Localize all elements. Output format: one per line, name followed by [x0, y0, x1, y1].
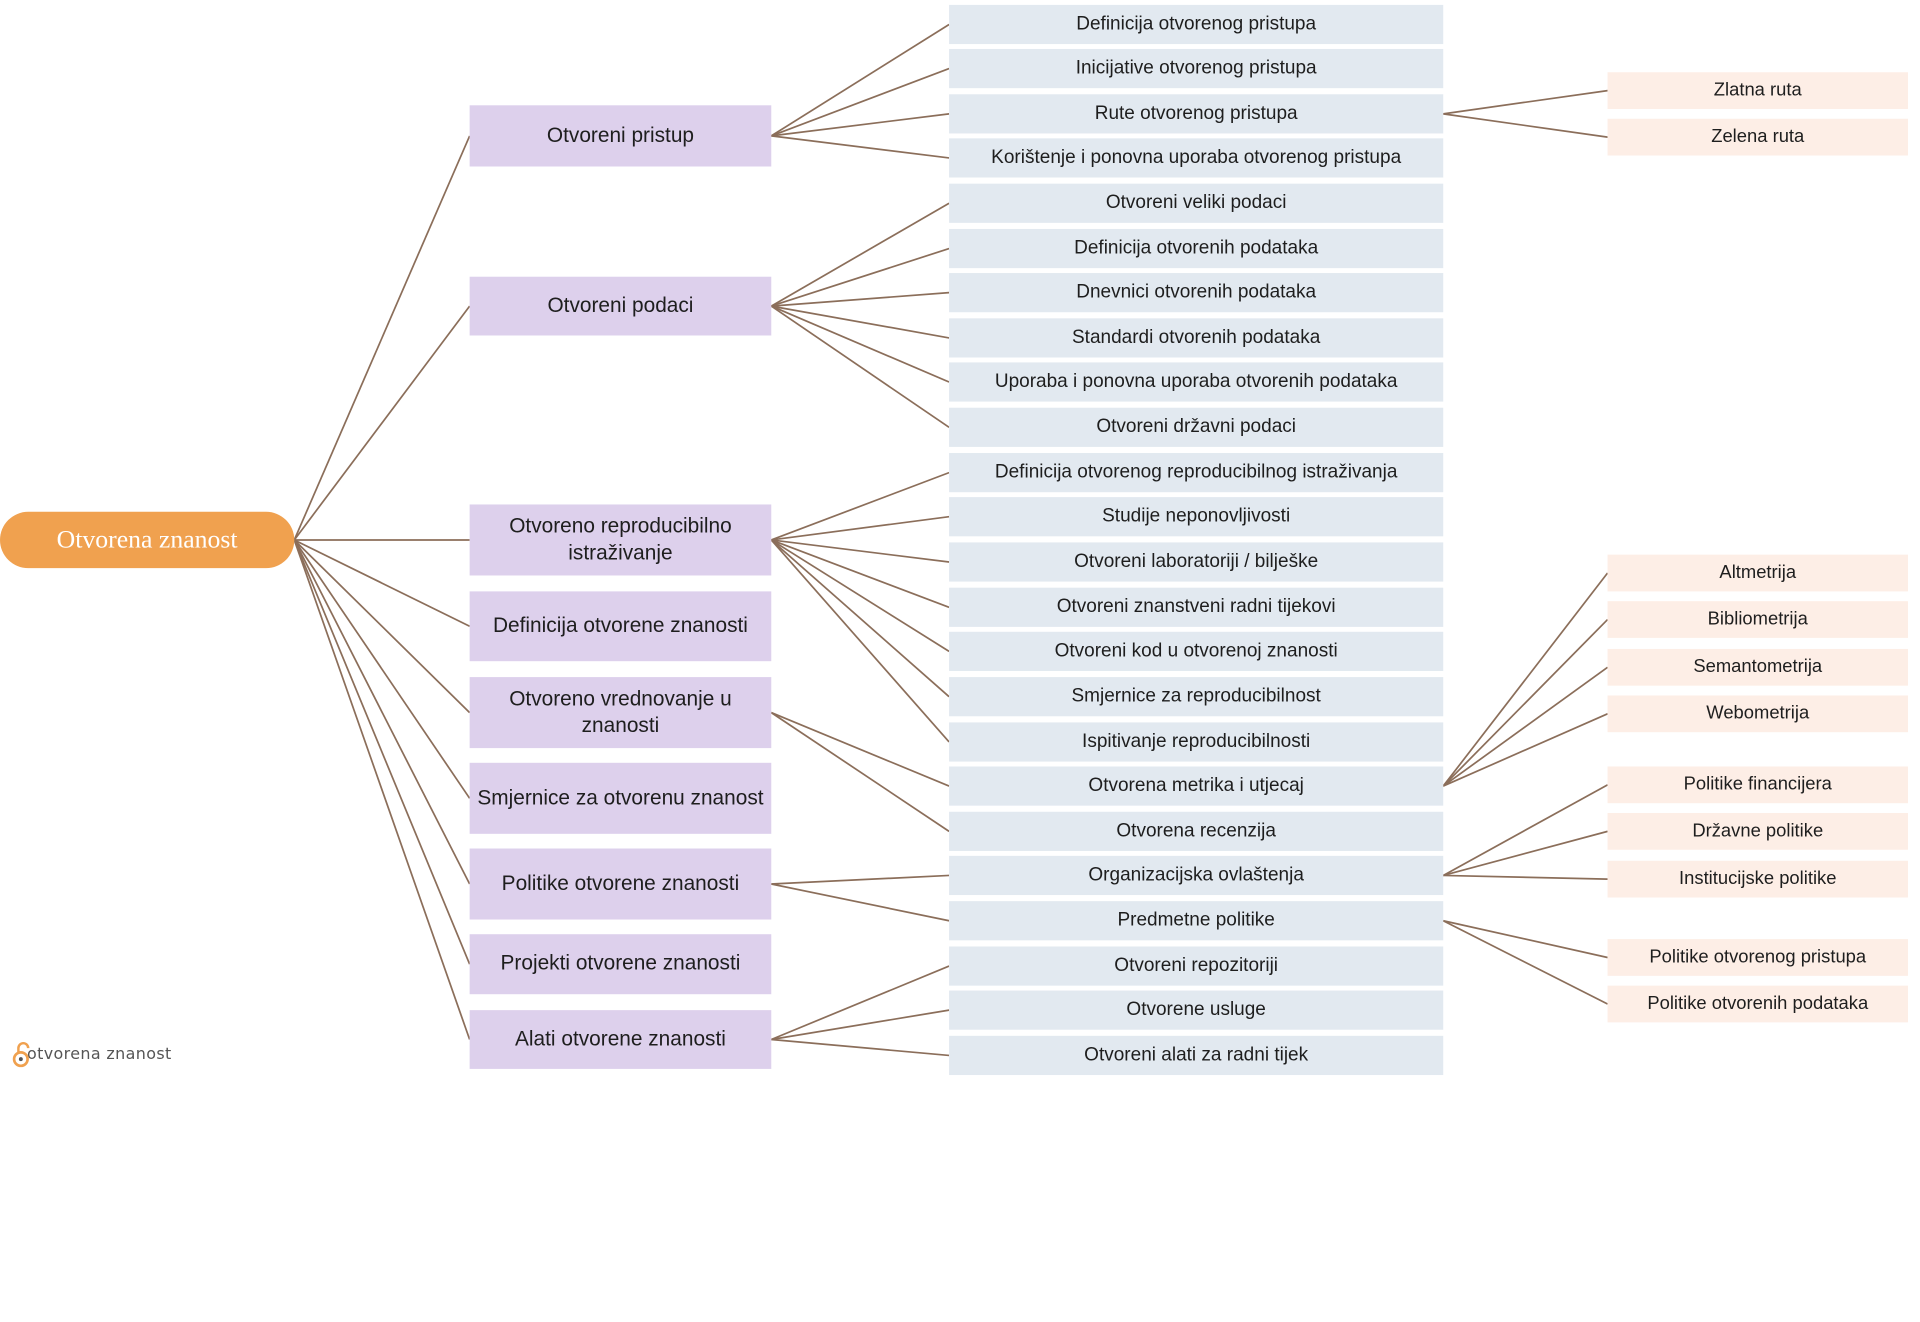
subtopic-node: Zelena ruta [1607, 118, 1908, 156]
topic-node: Rute otvorenog pristupa [949, 94, 1444, 134]
logo-text: otvorena znanost [26, 1045, 172, 1064]
branch-topic-connector [771, 1038, 950, 1057]
branch-topic-connector [770, 202, 950, 307]
branch-topic-connector [770, 305, 950, 383]
topic-node: Otvoreni alati za radni tijek [949, 1035, 1444, 1076]
topic-node: Otvoreni znanstveni radni tijekovi [949, 587, 1444, 627]
topic-node: Uporaba i ponovna uporaba otvorenih poda… [949, 362, 1444, 402]
topic-node: Organizacijska ovlaštenja [949, 855, 1444, 896]
topic-node: Definicija otvorenog reproducibilnog ist… [949, 453, 1444, 493]
subtopic-node: Bibliometrija [1607, 601, 1908, 638]
topic-subtopic-connector [1442, 919, 1608, 1005]
subtopic-node: Zlatna ruta [1607, 72, 1908, 109]
topic-subtopic-connector [1443, 89, 1608, 115]
root-branch-connector [293, 539, 471, 628]
topic-subtopic-connector [1443, 830, 1608, 877]
topic-node: Otvoreni državni podaci [949, 407, 1444, 447]
subtopic-node: Semantometrija [1607, 648, 1908, 686]
branch-topic-connector [770, 539, 950, 698]
topic-node: Studije neponovljivosti [949, 497, 1444, 537]
topic-subtopic-connector [1443, 113, 1608, 138]
subtopic-node: Webometrija [1607, 695, 1908, 733]
branch-topic-connector [770, 23, 950, 137]
branch-topic-connector [771, 113, 950, 137]
topic-subtopic-connector [1442, 784, 1608, 877]
branch-topic-connector [771, 515, 950, 541]
topic-subtopic-connector [1443, 919, 1608, 959]
branch-topic-connector [770, 305, 950, 429]
branch-topic-connector [770, 539, 950, 653]
topic-subtopic-connector [1442, 618, 1609, 787]
root-branch-connector [293, 539, 471, 799]
topic-node: Otvoreni kod u otvorenoj znanosti [949, 631, 1444, 671]
branch-node: Smjernice za otvorenu znanost [469, 762, 772, 834]
topic-node: Otvoreni repozitoriji [949, 946, 1444, 986]
open-lock-icon [12, 1042, 30, 1068]
branch-topic-connector [770, 539, 950, 743]
branch-topic-connector [770, 965, 950, 1041]
topic-subtopic-connector [1442, 572, 1609, 787]
topic-node: Otvoreni laboratoriji / bilješke [949, 542, 1444, 582]
root-branch-connector [293, 539, 471, 965]
branch-topic-connector [771, 247, 950, 307]
branch-node: Otvoreno reproducibilno istraživanje [469, 504, 772, 576]
branch-node: Definicija otvorene znanosti [469, 591, 772, 662]
branch-topic-connector [770, 67, 950, 137]
topic-node: Otvoreni veliki podaci [949, 183, 1444, 223]
topic-node: Otvorena metrika i utjecaj [949, 766, 1444, 806]
topic-subtopic-connector [1442, 666, 1609, 787]
branch-node: Alati otvorene znanosti [469, 1010, 772, 1069]
root-branch-connector [293, 539, 471, 714]
branch-topic-connector [770, 711, 950, 787]
branch-node: Otvoreni pristup [469, 105, 772, 167]
branch-node: Politike otvorene znanosti [469, 848, 772, 920]
branch-topic-connector [770, 539, 950, 609]
topic-node: Ispitivanje reproducibilnosti [949, 722, 1444, 762]
topic-subtopic-connector [1442, 713, 1608, 787]
branch-node: Projekti otvorene znanosti [469, 934, 772, 995]
topic-node: Otvorene usluge [949, 990, 1444, 1030]
branch-topic-connector [771, 539, 950, 563]
subtopic-node: Politike otvorenog pristupa [1607, 939, 1908, 976]
branch-node: Otvoreni podaci [469, 276, 772, 336]
connector-lines [293, 23, 1609, 1057]
root-branch-connector [293, 539, 471, 885]
topic-node: Predmetne politike [949, 901, 1444, 941]
branch-node: Otvoreno vrednovanje u znanosti [469, 677, 772, 749]
topic-node: Smjernice za reproducibilnost [949, 677, 1444, 717]
branch-topic-connector [771, 883, 950, 922]
branch-topic-connector [771, 291, 950, 307]
branch-topic-connector [771, 305, 950, 339]
topic-node: Otvorena recenzija [949, 811, 1444, 851]
subtopic-node: Institucijske politike [1607, 860, 1908, 898]
root-branch-connector [293, 305, 471, 541]
subtopic-node: Državne politike [1607, 813, 1908, 850]
root-branch-connector [293, 539, 471, 1040]
branch-topic-connector [770, 471, 950, 541]
root-node: Otvorena znanost [0, 511, 295, 569]
topic-subtopic-connector [1443, 874, 1608, 880]
branch-topic-connector [771, 135, 950, 159]
topic-node: Definicija otvorenog pristupa [949, 4, 1444, 45]
topic-node: Inicijative otvorenog pristupa [949, 48, 1444, 89]
branch-topic-connector [770, 711, 950, 833]
subtopic-node: Politike financijera [1607, 766, 1908, 804]
root-branch-connector [293, 135, 471, 541]
subtopic-node: Politike otvorenih podataka [1607, 985, 1908, 1023]
topic-node: Definicija otvorenih podataka [949, 228, 1444, 269]
branch-topic-connector [771, 1009, 950, 1041]
topic-node: Korištenje i ponovna uporaba otvorenog p… [949, 138, 1444, 178]
topic-node: Standardi otvorenih podataka [949, 318, 1444, 358]
topic-node: Dnevnici otvorenih podataka [949, 273, 1444, 313]
branch-topic-connector [771, 874, 950, 885]
subtopic-node: Altmetrija [1607, 554, 1908, 592]
brand-logo: otvorena znanost [12, 1041, 171, 1068]
